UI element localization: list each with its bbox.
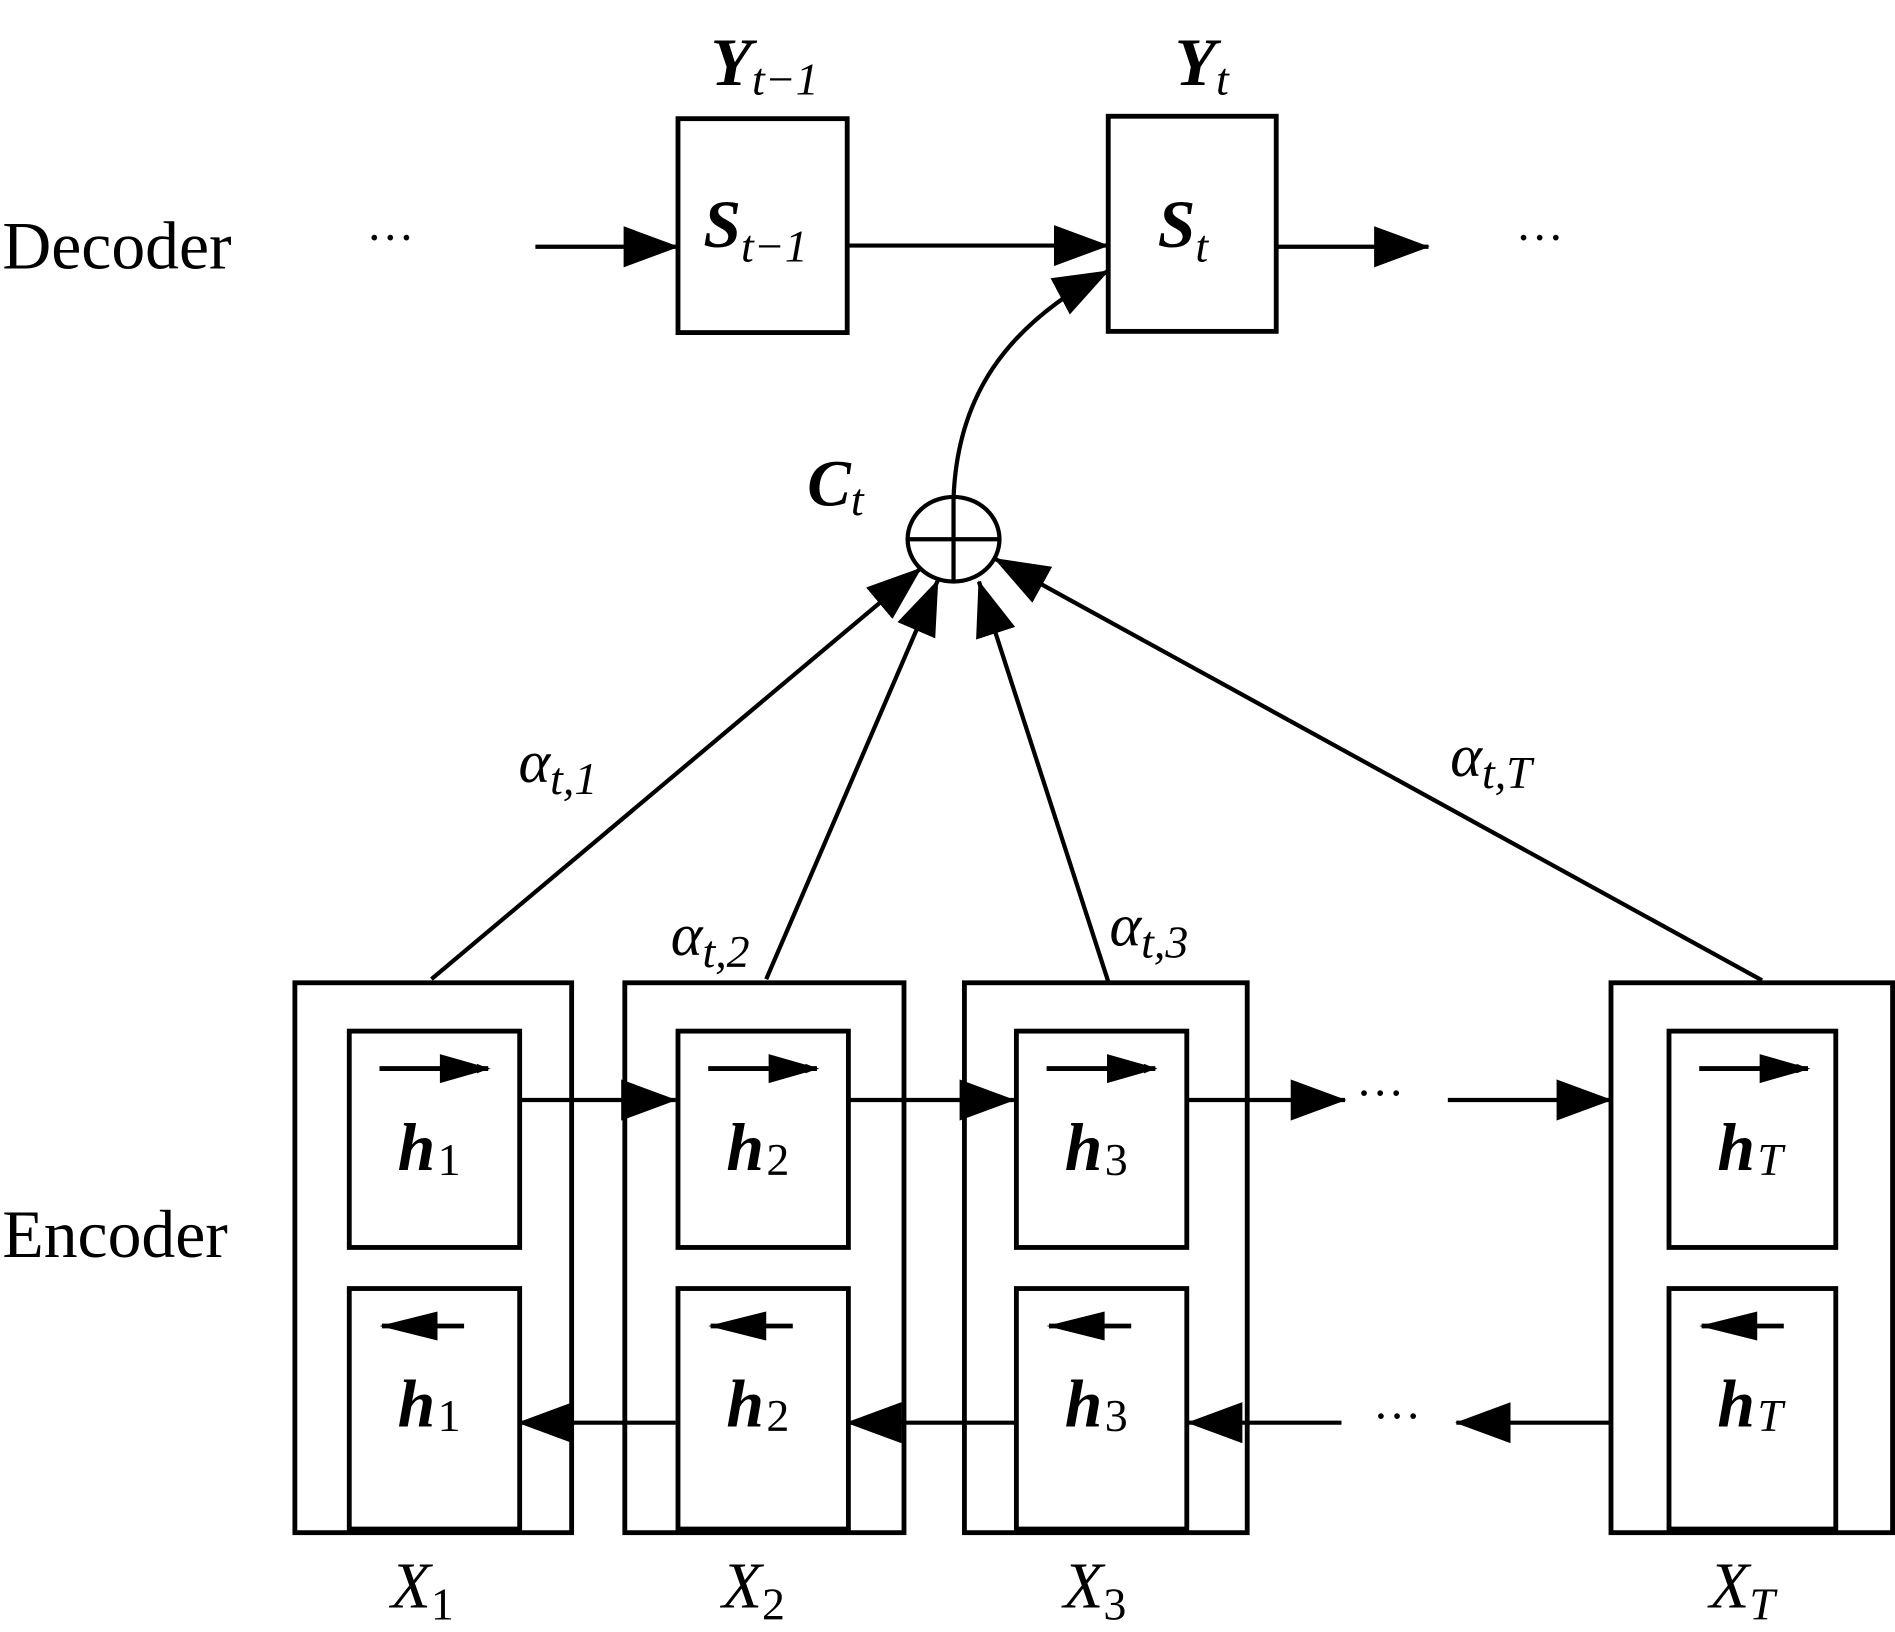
encoder-label: Encoder (2, 1197, 227, 1272)
forward-hidden-cell: h2 (675, 1028, 851, 1250)
forward-hidden-cell: h3 (1013, 1028, 1190, 1250)
output-current-label: Yt (1175, 25, 1230, 105)
forward-ellipsis: ··· (1356, 1068, 1404, 1121)
decoder-state-prev: St−1 (675, 116, 850, 335)
backward-hidden-label: h2 (726, 1366, 789, 1441)
backward-hidden-label: h1 (398, 1366, 461, 1441)
svg-text:St: St (1158, 187, 1210, 272)
context-sum-node (905, 494, 1002, 584)
context-to-state-arrow (951, 269, 1110, 499)
forward-hidden-label: hT (1717, 1110, 1786, 1185)
attention-weight-2: αt,2 (671, 902, 750, 977)
decoder-ellipsis-left: ··· (366, 212, 414, 265)
context-label: Ct (807, 448, 865, 525)
forward-hidden-cell: h1 (346, 1028, 523, 1250)
state-prev-base: S (703, 187, 741, 262)
backward-hidden-cell: h2 (675, 1286, 851, 1532)
decoder-state-current: St (1105, 113, 1279, 334)
state-current-base: S (1158, 187, 1196, 262)
attention-weight-3: αt,3 (1109, 892, 1188, 967)
forward-hidden-label: h2 (726, 1110, 789, 1185)
encoder-step: hT hT XT (1608, 980, 1895, 1630)
attention-arrow-3 (976, 580, 1111, 983)
decoder-label: Decoder (2, 209, 231, 284)
attention-arrow-2 (764, 579, 940, 980)
forward-hidden-label: h3 (1065, 1110, 1128, 1185)
encoder-input-label: X1 (388, 1551, 454, 1630)
state-prev-sub: t−1 (741, 220, 808, 271)
output-prev-label: Yt−1 (711, 25, 819, 105)
backward-hidden-cell: hT (1666, 1286, 1839, 1532)
state-current-sub: t (1195, 220, 1209, 271)
forward-hidden-cell: hT (1666, 1028, 1839, 1250)
attention-arrow-1 (430, 566, 923, 981)
encoder-input-label: X3 (1061, 1551, 1127, 1630)
svg-text:St−1: St−1 (703, 187, 807, 272)
backward-hidden-label: hT (1717, 1366, 1786, 1441)
attention-weight-1: αt,1 (518, 729, 597, 804)
forward-hidden-label: h1 (398, 1110, 461, 1185)
backward-hidden-cell: h1 (346, 1286, 523, 1532)
backward-ellipsis: ··· (1373, 1390, 1421, 1443)
backward-hidden-label: h3 (1065, 1366, 1128, 1441)
backward-hidden-cell: h3 (1013, 1286, 1190, 1532)
decoder-ellipsis-right: ··· (1516, 212, 1564, 265)
attention-weight-T: αt,T (1450, 723, 1535, 798)
attention-arrow-T (993, 556, 1764, 983)
encoder-input-label: X2 (719, 1551, 785, 1630)
encoder-input-label: XT (1706, 1551, 1778, 1630)
